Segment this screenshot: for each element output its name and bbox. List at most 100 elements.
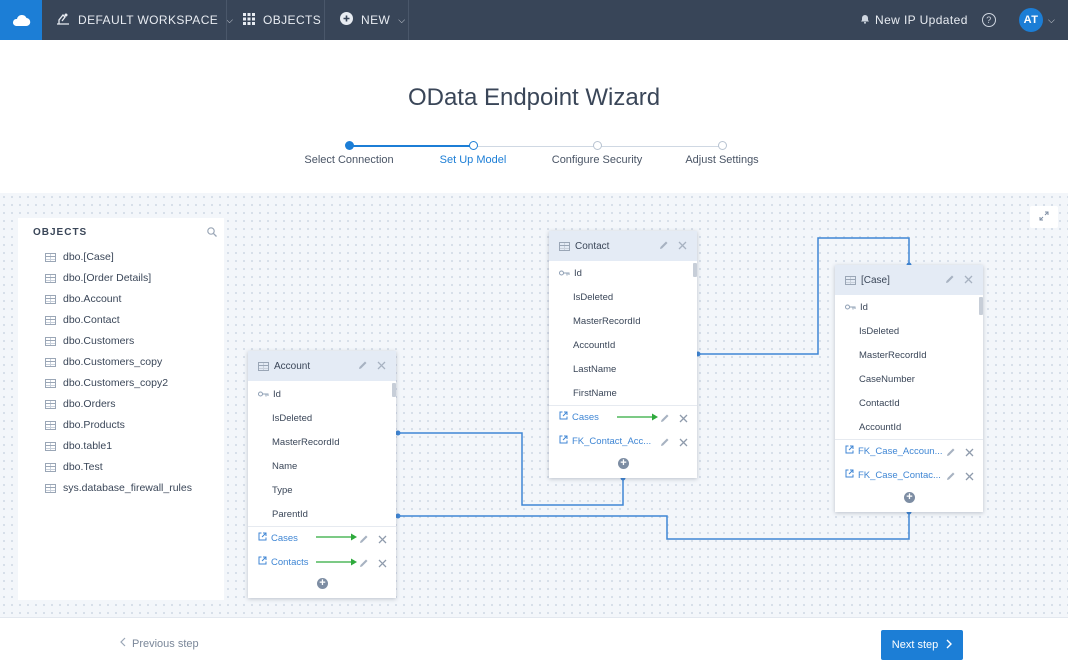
field-row[interactable]: IsDeleted: [573, 291, 614, 303]
object-item[interactable]: sys.database_firewall_rules: [45, 480, 192, 496]
connector-account-case: [398, 512, 910, 540]
object-item[interactable]: dbo.Customers: [45, 333, 134, 349]
entity-card-header[interactable]: Contact: [549, 231, 697, 261]
table-icon: [45, 336, 56, 346]
expand-icon: [1039, 208, 1049, 226]
close-icon[interactable]: [965, 472, 974, 481]
object-item[interactable]: dbo.Contact: [45, 312, 120, 328]
field-row[interactable]: LastName: [573, 363, 617, 375]
close-icon[interactable]: [679, 414, 688, 423]
key-field[interactable]: Id: [845, 300, 868, 314]
object-item-label: dbo.Contact: [63, 314, 120, 326]
scrollbar[interactable]: [979, 297, 983, 315]
field-row[interactable]: ContactId: [859, 397, 900, 409]
step-adjust-settings[interactable]: Adjust Settings: [685, 154, 759, 166]
field-row[interactable]: AccountId: [573, 339, 616, 351]
field-row[interactable]: IsDeleted: [859, 325, 900, 337]
object-item-label: dbo.Customers_copy2: [63, 377, 169, 389]
entity-card-header[interactable]: [Case]: [835, 265, 983, 295]
add-navigation-button[interactable]: +: [904, 492, 915, 503]
field-row[interactable]: FirstName: [573, 387, 617, 399]
pencil-icon[interactable]: [359, 558, 369, 568]
close-icon[interactable]: [378, 559, 387, 568]
avatar: AT: [1019, 8, 1043, 32]
field-row[interactable]: Type: [272, 484, 293, 496]
close-icon[interactable]: [377, 360, 386, 370]
pencil-icon[interactable]: [946, 447, 956, 457]
pencil-icon[interactable]: [659, 240, 669, 250]
scrollbar[interactable]: [392, 383, 396, 397]
previous-step-button[interactable]: Previous step: [120, 637, 199, 650]
field-row[interactable]: MasterRecordId: [859, 349, 927, 361]
user-menu[interactable]: AT ⌵: [1019, 0, 1055, 40]
navigation-property[interactable]: FK_Case_Accoun...: [835, 439, 943, 463]
object-item[interactable]: dbo.table1: [45, 438, 112, 454]
object-item[interactable]: dbo.Products: [45, 417, 125, 433]
pencil-icon[interactable]: [660, 413, 670, 423]
close-icon[interactable]: [965, 448, 974, 457]
navigation-property[interactable]: Contacts: [248, 550, 309, 574]
entity-card-contact[interactable]: Contact Id IsDeleted MasterRecordId Acco…: [549, 231, 697, 478]
key-field[interactable]: Id: [258, 387, 281, 401]
help-button[interactable]: ?: [982, 0, 996, 40]
table-icon: [45, 294, 56, 304]
navigation-property[interactable]: FK_Contact_Acc...: [549, 429, 651, 453]
entity-card-case[interactable]: [Case] Id IsDeleted MasterRecordId CaseN…: [835, 265, 983, 512]
entity-card-header[interactable]: Account: [248, 351, 396, 381]
pencil-icon[interactable]: [945, 274, 955, 284]
field-row[interactable]: MasterRecordId: [573, 315, 641, 327]
object-item[interactable]: dbo.Orders: [45, 396, 116, 412]
add-navigation-button[interactable]: +: [317, 578, 328, 589]
entity-title: Account: [274, 360, 311, 372]
notification-link[interactable]: New IP Updated: [860, 0, 968, 40]
workspace-selector[interactable]: DEFAULT WORKSPACE ⌵: [56, 0, 233, 40]
step-configure-security[interactable]: Configure Security: [551, 154, 643, 166]
divider: [408, 0, 409, 40]
field-name: Id: [574, 267, 582, 279]
navigation-property[interactable]: Cases: [549, 405, 599, 429]
close-icon[interactable]: [678, 240, 687, 250]
plus-circle-icon: [340, 12, 353, 28]
next-step-button[interactable]: Next step: [881, 630, 963, 660]
chevron-down-icon: ⌵: [398, 14, 406, 25]
scrollbar[interactable]: [693, 263, 697, 277]
object-item[interactable]: dbo.Test: [45, 459, 103, 475]
close-icon[interactable]: [679, 438, 688, 447]
step-select-connection[interactable]: Select Connection: [304, 154, 394, 166]
navigation-property-label: Cases: [572, 411, 599, 423]
search-icon[interactable]: [207, 227, 217, 237]
object-item[interactable]: dbo.[Order Details]: [45, 270, 151, 286]
field-row[interactable]: MasterRecordId: [272, 436, 340, 448]
help-icon: ?: [982, 13, 996, 27]
key-field[interactable]: Id: [559, 266, 582, 280]
workspace-label: DEFAULT WORKSPACE: [78, 13, 219, 27]
field-row[interactable]: Name: [272, 460, 298, 472]
object-item[interactable]: dbo.Account: [45, 291, 121, 307]
new-menu[interactable]: NEW ⌵: [340, 0, 405, 40]
chevron-down-icon: ⌵: [226, 14, 234, 25]
object-item-label: dbo.Customers: [63, 335, 135, 347]
close-icon[interactable]: [378, 535, 387, 544]
object-item[interactable]: dbo.Customers_copy: [45, 354, 162, 370]
step-set-up-model[interactable]: Set Up Model: [439, 154, 507, 166]
object-item-label: dbo.Account: [63, 293, 122, 305]
field-row[interactable]: ParentId: [272, 508, 308, 520]
object-item[interactable]: dbo.Customers_copy2: [45, 375, 168, 391]
field-row[interactable]: AccountId: [859, 421, 902, 433]
entity-card-account[interactable]: Account Id IsDeleted MasterRecordId Name…: [248, 351, 396, 598]
pencil-icon[interactable]: [359, 534, 369, 544]
pencil-icon[interactable]: [358, 360, 368, 370]
expand-button[interactable]: [1030, 206, 1058, 228]
object-item[interactable]: dbo.[Case]: [45, 249, 114, 265]
close-icon[interactable]: [964, 274, 973, 284]
navigation-property[interactable]: Cases: [248, 526, 298, 550]
objects-menu[interactable]: OBJECTS: [243, 0, 321, 40]
object-item-label: dbo.[Case]: [63, 251, 114, 263]
cloud-logo-icon[interactable]: [0, 0, 42, 40]
navigation-property[interactable]: FK_Case_Contac...: [835, 463, 941, 487]
pencil-icon[interactable]: [946, 471, 956, 481]
field-row[interactable]: CaseNumber: [859, 373, 915, 385]
pencil-icon[interactable]: [660, 437, 670, 447]
field-row[interactable]: IsDeleted: [272, 412, 313, 424]
add-navigation-button[interactable]: +: [618, 458, 629, 469]
